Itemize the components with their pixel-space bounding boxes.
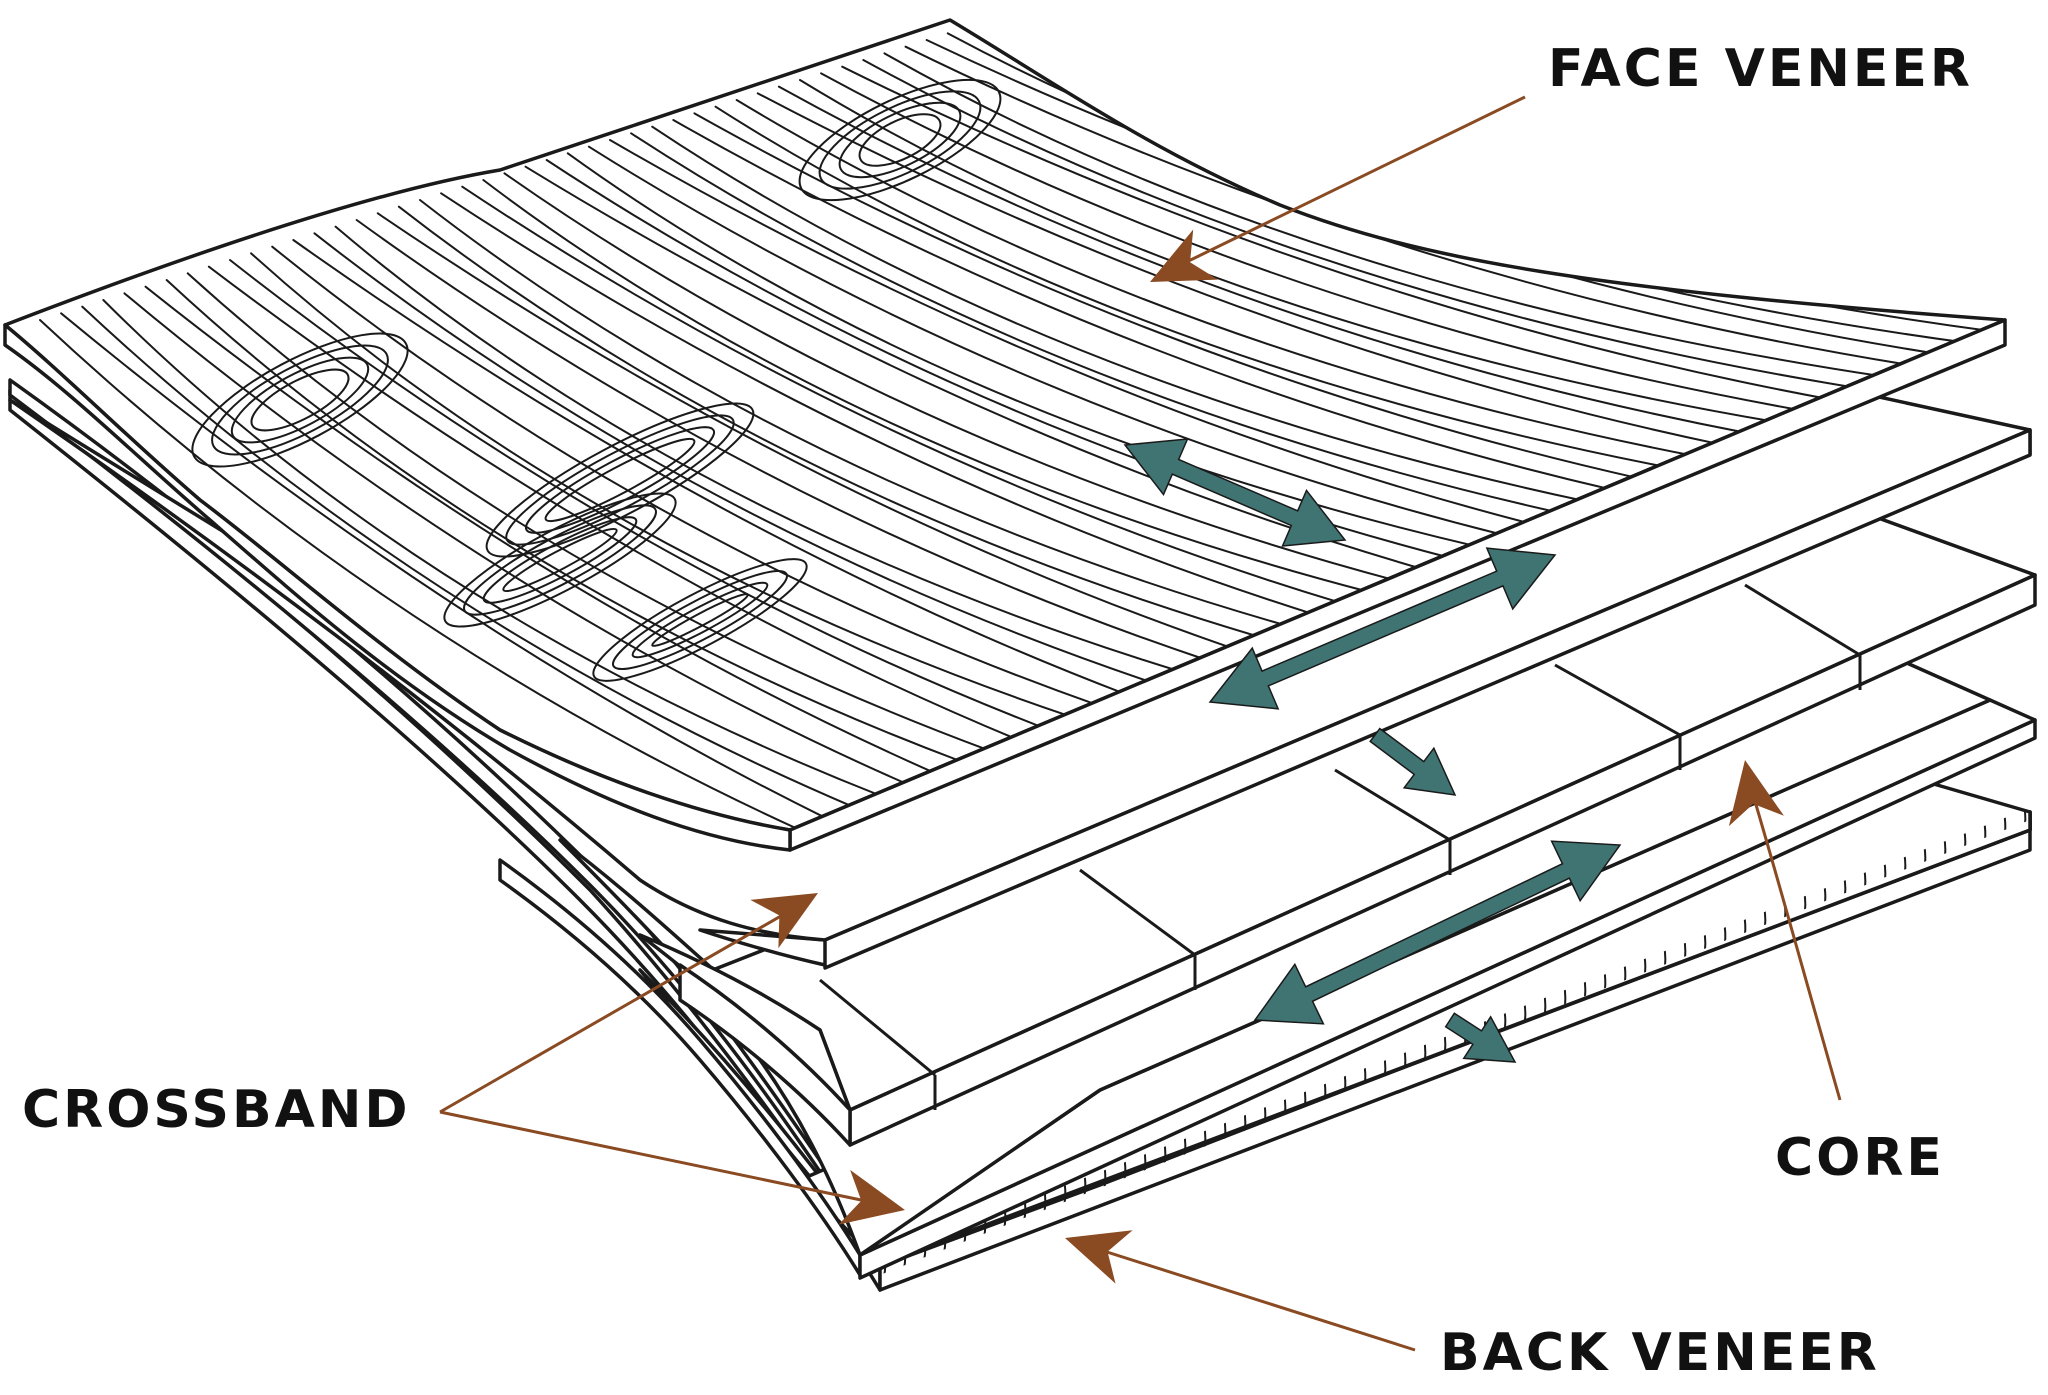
label-pointers <box>439 95 1842 1352</box>
face-grain-line <box>207 265 1018 741</box>
upper-crossband-grain-arrow <box>1208 547 1557 710</box>
face-grain-figure <box>443 492 677 628</box>
face-grain-line <box>355 219 1208 661</box>
back-grain-arrow <box>1444 1012 1517 1063</box>
face-grain-figure <box>651 593 749 647</box>
face-grain-figure <box>798 78 1002 202</box>
lower-crossband-grain-arrow <box>1253 840 1622 1025</box>
back-grain-line <box>2040 798 2045 838</box>
face-grain-line <box>271 245 1100 707</box>
face-grain-figure <box>211 344 389 456</box>
face-grain-line <box>60 312 829 820</box>
face-grain-figure <box>463 504 657 616</box>
face-grain-figure <box>858 113 942 167</box>
crossband-upper-pointer-head <box>750 893 818 949</box>
face-grain-line <box>376 212 1235 650</box>
face-grain-figure <box>191 332 409 468</box>
face-grain-line <box>482 179 1371 593</box>
face-grain-line <box>862 59 1859 389</box>
core-grain-arrow <box>1369 727 1457 796</box>
back-veneer-label: BACK VENEER <box>1440 1323 1880 1383</box>
face-grain-line <box>292 239 1127 695</box>
grain-direction-arrows <box>1123 438 1622 1063</box>
face-grain-line <box>841 65 1832 401</box>
face-grain-line <box>123 292 910 786</box>
face-grain-line <box>102 299 883 797</box>
face-veneer-label: FACE VENEER <box>1548 39 1973 99</box>
back-veneer-pointer-head <box>1065 1230 1133 1284</box>
face-grain-line <box>313 232 1154 684</box>
face-grain-figure <box>818 90 982 190</box>
face-grain-figure <box>505 414 735 546</box>
face-grain-line <box>334 225 1181 673</box>
face-grain-line <box>630 132 1561 514</box>
crossband-upper-pointer-line <box>439 903 801 1114</box>
face-grain-line <box>609 139 1533 525</box>
core-layer <box>638 513 2037 1147</box>
face-grain-line <box>735 99 1696 457</box>
face-grain-figure <box>612 570 788 670</box>
face-grain-line <box>229 259 1045 729</box>
face-grain-figure <box>250 368 350 432</box>
face-grain-line <box>503 172 1398 582</box>
core-label: CORE <box>1775 1128 1945 1188</box>
face-grain-line <box>566 152 1479 548</box>
face-grain-line <box>81 305 856 809</box>
face-grain-line <box>714 105 1669 469</box>
face-grain-line <box>397 205 1262 639</box>
face-veneer-pointer-head <box>1150 229 1218 282</box>
face-grain-line <box>587 145 1506 537</box>
face-grain-figure <box>838 101 962 179</box>
face-grain-figure <box>592 558 808 682</box>
face-grain-line <box>419 199 1289 627</box>
face-grain-figure <box>485 402 755 558</box>
crossband-label: CROSSBAND <box>22 1080 411 1140</box>
face-grain-arrow <box>1123 438 1347 547</box>
face-veneer-pointer-line <box>1169 95 1526 272</box>
face-grain-line <box>651 125 1588 503</box>
face-grain-figure <box>631 581 769 659</box>
core-pointer-head <box>1728 760 1784 827</box>
crossband-lower-pointer-head <box>838 1169 905 1225</box>
face-grain-line <box>440 192 1317 616</box>
face-grain-line <box>461 185 1344 605</box>
face-grain-figure <box>230 356 370 444</box>
face-grain-line <box>799 79 1777 423</box>
face-grain-line <box>820 72 1805 412</box>
face-grain-line <box>39 319 801 830</box>
crossband-lower-pointer-line <box>439 1110 886 1207</box>
face-grain-figure <box>502 527 618 593</box>
face-grain-line <box>904 45 1913 367</box>
back-veneer-pointer-line <box>1084 1243 1416 1352</box>
face-grain-line <box>165 279 964 763</box>
face-grain-line <box>672 119 1615 491</box>
face-grain-line <box>883 52 1886 378</box>
face-grain-figure <box>482 516 638 604</box>
core-pointer-line <box>1746 777 1842 1101</box>
face-grain-figure <box>544 437 696 523</box>
